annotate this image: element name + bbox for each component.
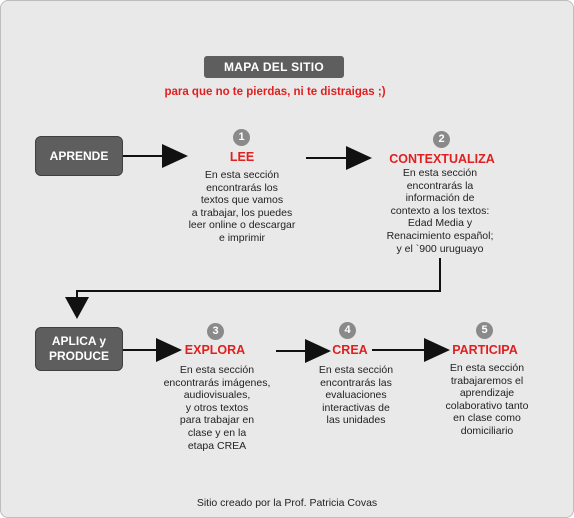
step-5-description: En esta sección trabajaremos el aprendiz… (445, 362, 529, 437)
footer-credit: Sitio creado por la Prof. Patricia Covas (196, 497, 378, 509)
step-4-number-badge: 4 (339, 322, 356, 339)
section-aplica-box[interactable]: APLICA y PRODUCE (35, 327, 123, 371)
arrow-aplica-to-explora (123, 338, 182, 362)
page-subtitle: para que no te pierdas, ni te distraigas… (164, 86, 386, 98)
section-aprende-label: APRENDE (49, 149, 109, 163)
section-aplica-label-line1: APLICA y (51, 334, 107, 348)
step-1-title-link[interactable]: LEE (229, 150, 255, 164)
arrow-lee-to-contextualiza (306, 146, 372, 170)
step-4-description: En esta sección encontrarás las evaluaci… (318, 364, 394, 427)
step-5-number-badge: 5 (476, 322, 493, 339)
step-4-title-link[interactable]: CREA (332, 343, 368, 357)
arrow-explora-to-crea (276, 339, 331, 363)
section-aprende-box[interactable]: APRENDE (35, 136, 123, 176)
section-aplica-label-line2: PRODUCE (48, 349, 109, 363)
step-2-title-link[interactable]: CONTEXTUALIZA (389, 152, 495, 166)
step-1-description: En esta sección encontrarás los textos q… (188, 169, 296, 244)
arrow-crea-to-participa (372, 338, 450, 362)
step-2-number-badge: 2 (433, 131, 450, 148)
step-1-number-badge: 1 (233, 129, 250, 146)
page-title: MAPA DEL SITIO (204, 56, 344, 78)
step-2-description: En esta sección encontrarás la informaci… (386, 167, 494, 255)
step-3-number-badge: 3 (207, 323, 224, 340)
arrow-aprende-to-lee (123, 144, 188, 168)
step-5-title-link[interactable]: PARTICIPA (452, 343, 518, 357)
arrow-contextualiza-to-aplica (65, 258, 441, 319)
step-3-description: En esta sección encontrarás imágenes, au… (163, 364, 271, 452)
step-3-title-link[interactable]: EXPLORA (184, 343, 246, 357)
